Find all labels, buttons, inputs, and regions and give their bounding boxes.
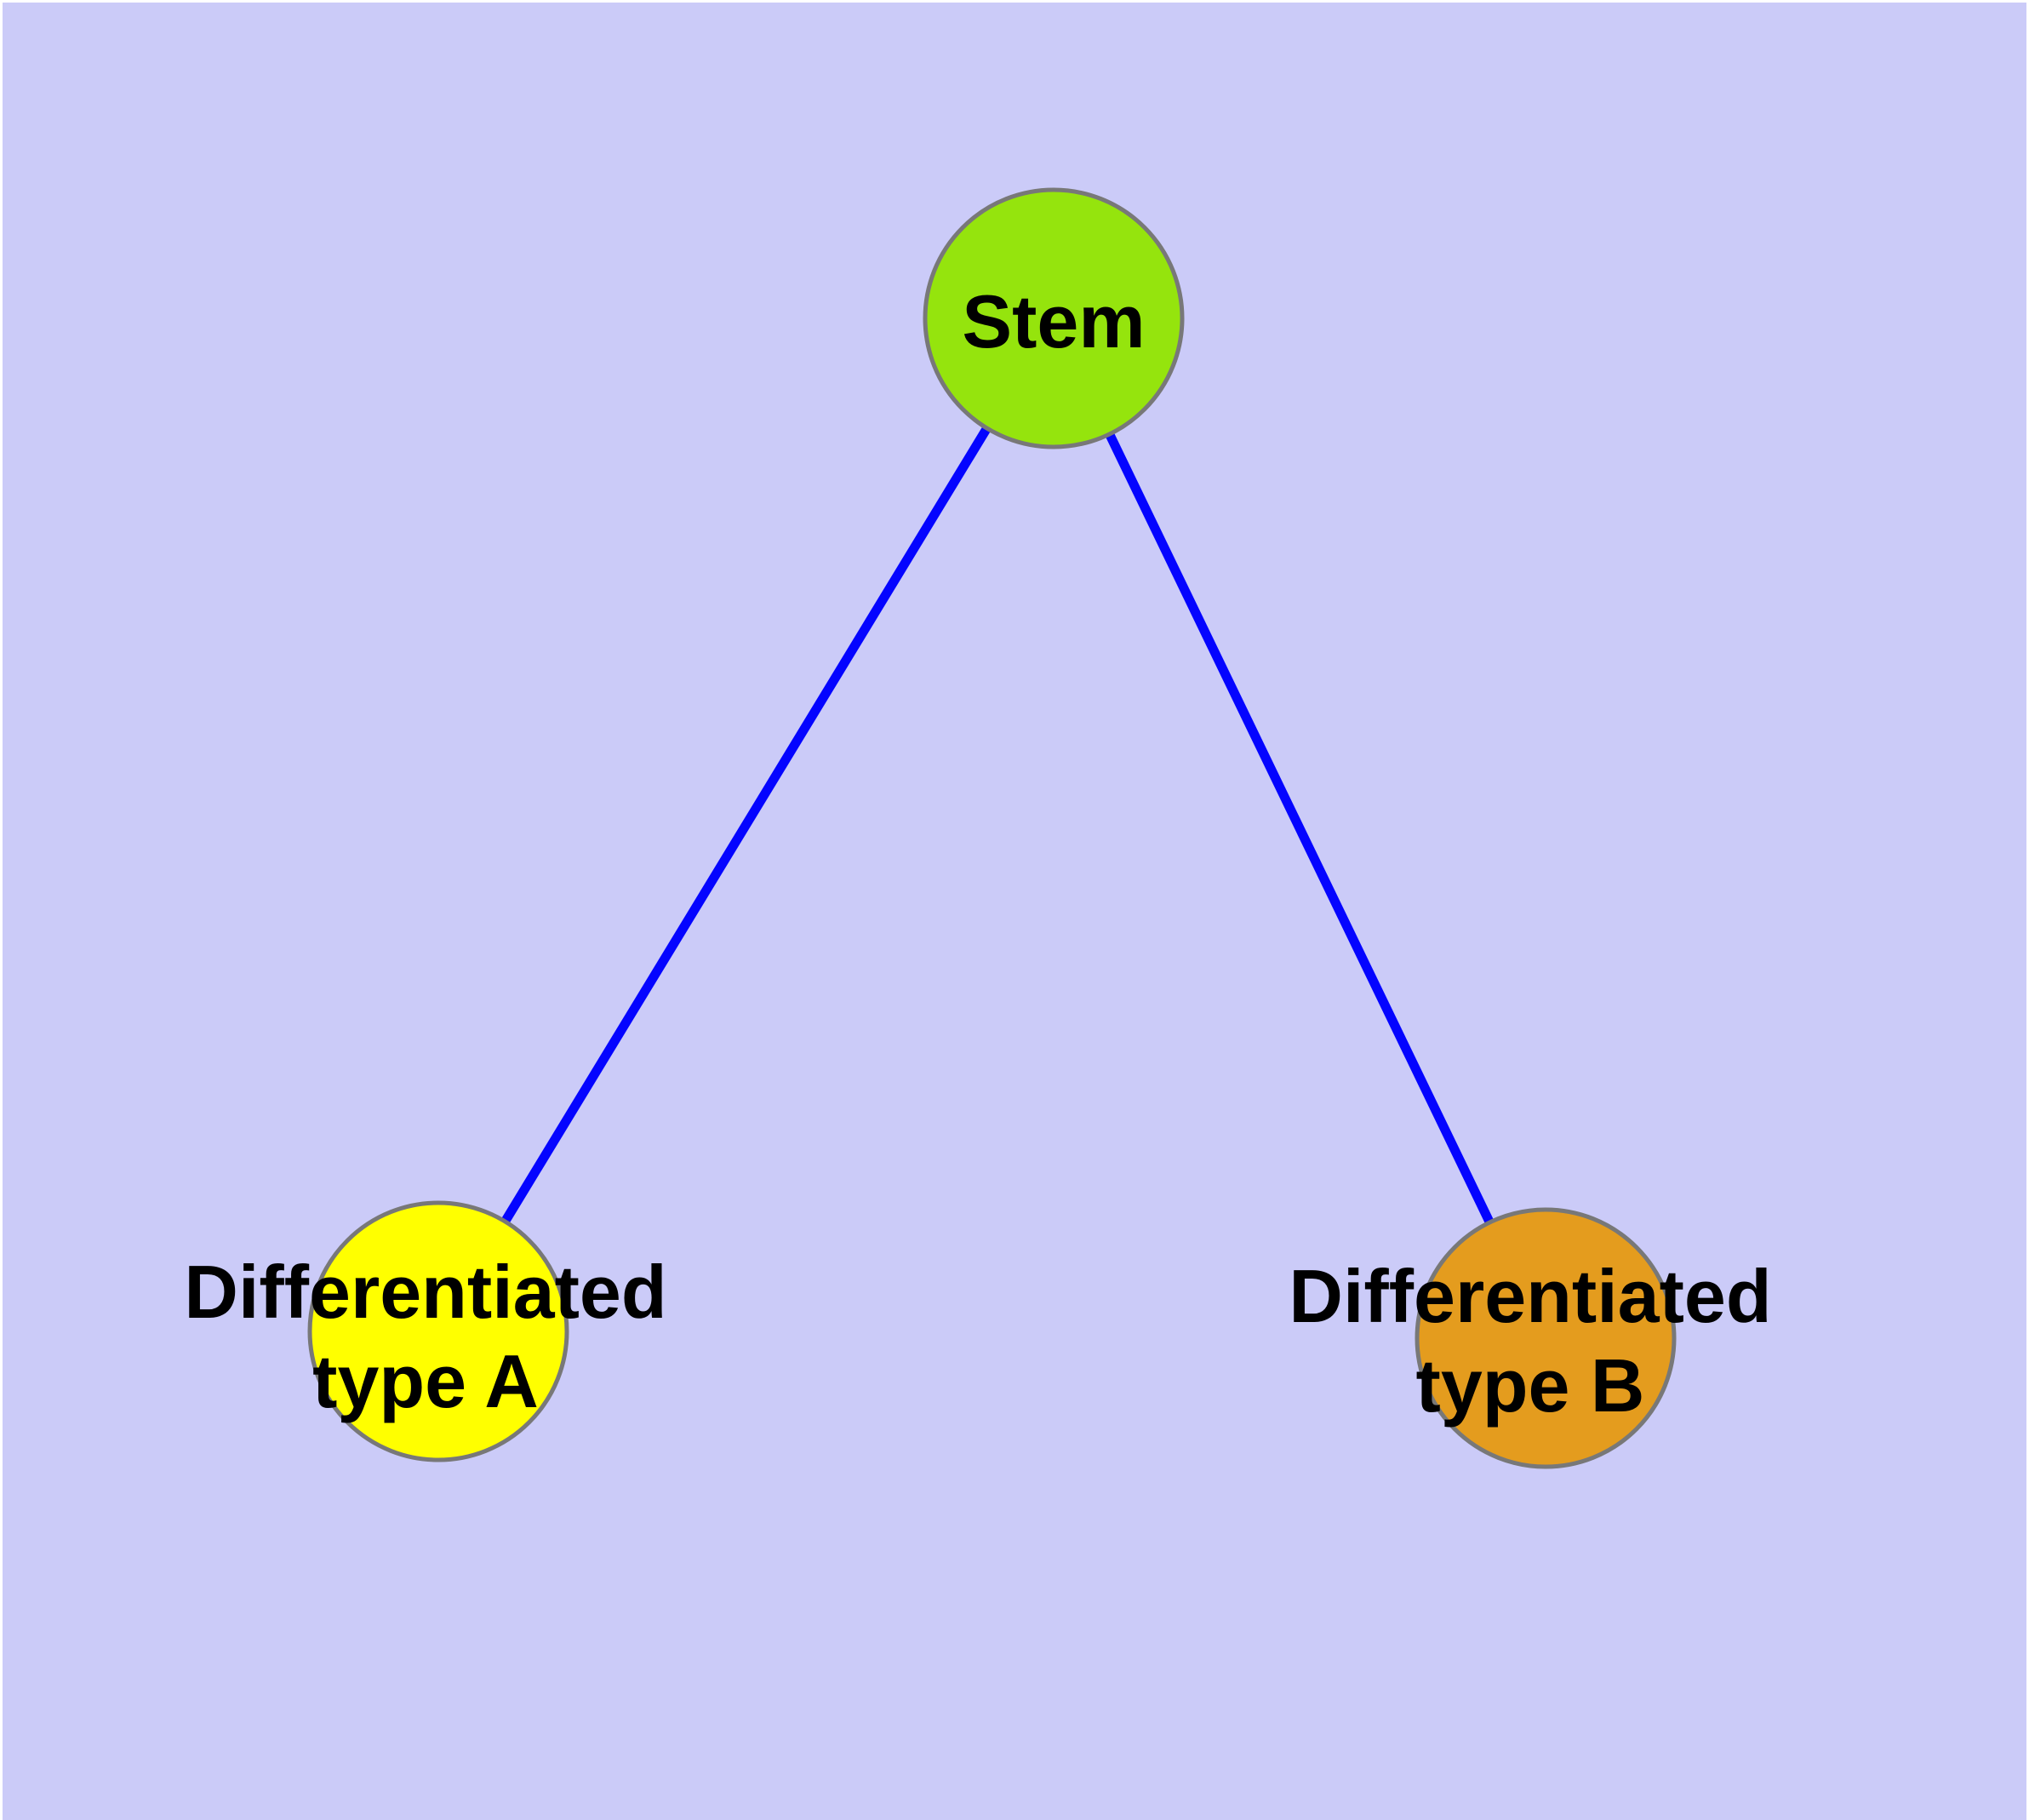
node-differentiated-type-b xyxy=(1415,1207,1677,1469)
node-stem xyxy=(923,187,1185,449)
edge-stem-to-differentiated-type-a xyxy=(434,316,1058,1334)
node-label-stem: Stem xyxy=(962,279,1145,363)
node-differentiated-type-a xyxy=(307,1200,569,1462)
edge-stem-to-differentiated-type-b xyxy=(1049,316,1550,1341)
